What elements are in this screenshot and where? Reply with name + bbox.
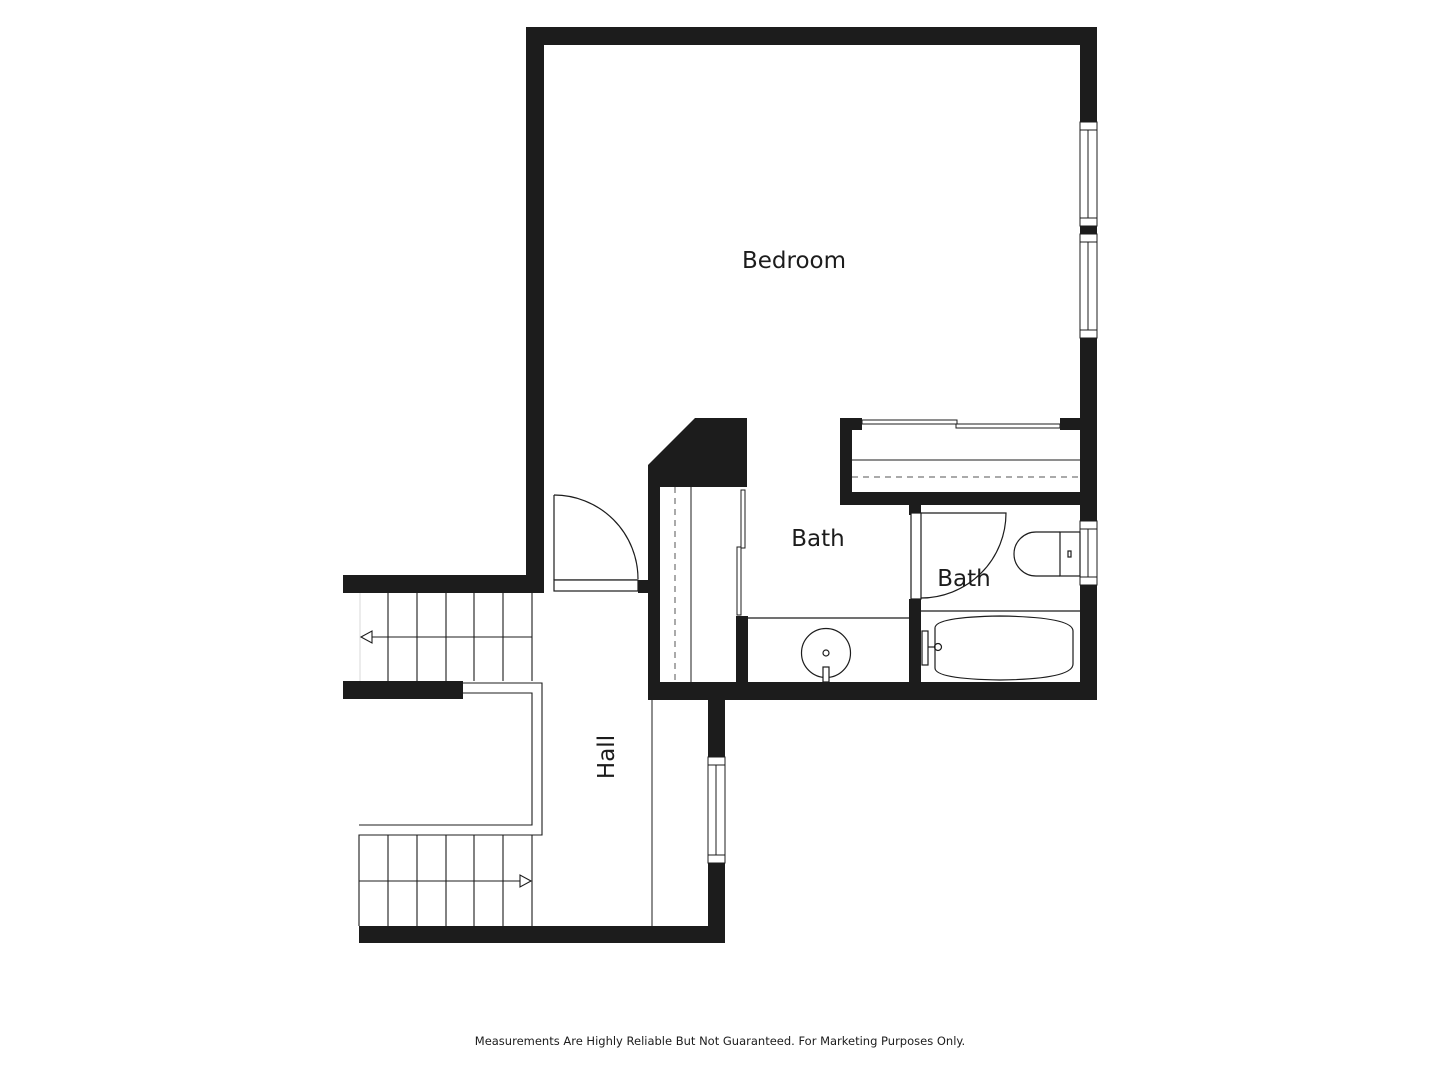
baths-bottom-wall	[648, 682, 1097, 700]
hall-right-wall-bottom	[708, 863, 725, 943]
closet-top-right-stub	[1060, 418, 1080, 430]
hall-window	[707, 756, 726, 864]
disclaimer-text: Measurements Are Highly Reliable But Not…	[474, 1034, 966, 1048]
bedroom-door-jamb-right	[638, 580, 660, 593]
bedroom-top-wall	[526, 27, 1097, 45]
room-label-bath-2: Bath	[937, 566, 990, 592]
bedroom-door[interactable]	[553, 494, 639, 592]
bath2-door-leaf[interactable]	[910, 512, 922, 600]
bath-window	[1079, 520, 1098, 586]
closet-left-wall	[840, 418, 852, 504]
bathtub-icon	[921, 615, 1074, 681]
linen-closet-right-wall-lower	[736, 616, 748, 700]
bedroom-right-wall-mid	[1080, 226, 1097, 234]
arrow-right-icon	[519, 874, 533, 888]
toilet-icon	[1013, 531, 1081, 577]
room-label-bath-1: Bath	[791, 526, 844, 552]
bedroom-right-wall-lower	[1080, 338, 1097, 521]
stairs-upper[interactable]	[359, 593, 533, 681]
stair-top-wall-left-cap	[343, 575, 360, 593]
bath2-fixtures	[910, 512, 1081, 681]
bedroom-left-wall	[526, 27, 544, 593]
bath1-fixtures	[748, 617, 909, 683]
closet-top-left-stub	[840, 418, 862, 430]
bath-partition-top	[909, 505, 921, 515]
bedroom-window-1	[1079, 121, 1098, 227]
room-label-hall: Hall	[594, 735, 620, 779]
bath-partition-bottom	[909, 599, 921, 699]
stair-top-wall	[343, 575, 544, 593]
windows	[707, 121, 1098, 864]
linen-sliding-door-1[interactable]	[740, 489, 746, 549]
linen-closet	[674, 487, 746, 682]
bath2-door-swing	[920, 512, 1007, 599]
bedroom-window-2	[1079, 233, 1098, 339]
closet-bottom-wall	[840, 492, 1097, 505]
walls	[343, 27, 1097, 943]
stair-landing-rail	[358, 682, 543, 926]
angled-wall-block	[648, 418, 747, 693]
closet-sliding-door-right[interactable]	[955, 423, 1061, 429]
bath2-right-wall	[1080, 585, 1097, 700]
linen-sliding-door-2[interactable]	[736, 546, 742, 616]
arrow-left-icon	[359, 630, 373, 644]
stairs-lower[interactable]	[359, 835, 533, 926]
bedroom-right-wall-top	[1080, 27, 1097, 122]
bedroom-closet	[852, 419, 1080, 478]
room-label-bedroom: Bedroom	[742, 248, 846, 274]
hall-bottom-wall	[359, 926, 725, 943]
stair-mid-wall	[343, 681, 463, 699]
closet-sliding-door-left[interactable]	[861, 419, 958, 425]
hall-right-wall-top	[708, 693, 725, 757]
